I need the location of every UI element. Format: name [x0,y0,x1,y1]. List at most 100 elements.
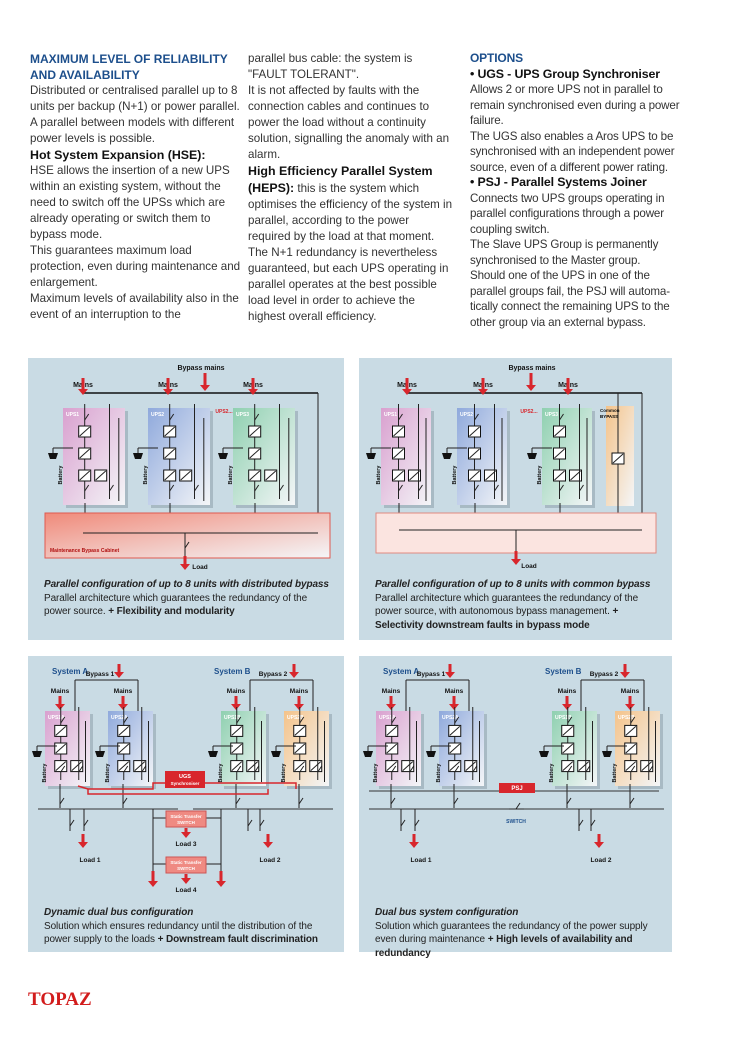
wire [118,726,130,736]
wire [386,726,398,736]
wire [612,453,624,464]
wire [566,797,572,805]
ugs-label: UGS [179,774,191,780]
wire [567,716,573,724]
caption-title: Parallel configuration of up to 8 units … [44,579,329,590]
red-arrow-icon [148,881,158,887]
paragraph: Should one of the UPS in one of the para… [470,269,670,329]
red-arrow-icon [402,389,412,395]
wire [494,484,499,492]
wire [391,765,397,773]
ups-label: UPS1A [379,715,396,721]
wire [265,470,277,481]
sts-label: Static Transfer [170,814,202,819]
ups-label: UPS1 [66,412,79,418]
text-column-2: parallel bus cable: the system is "FAULT… [248,51,453,325]
wire [55,761,67,771]
ups-label: UPS1B [555,715,572,721]
load-label: Load 2 [591,857,612,864]
wire [409,470,420,481]
battery-icon [208,751,218,757]
load-label: Load 1 [80,857,101,864]
load-label: Load 1 [411,857,432,864]
paragraph: Maximum levels of availability also in t… [30,292,239,321]
wire [485,470,496,481]
battery-label: Battery [549,763,555,783]
wire [118,743,130,754]
wire [570,470,581,481]
subheading: High Efficiency Parallel System (HEPS): [248,164,433,195]
wire [249,426,261,437]
common-bypass-label: Common [600,408,620,413]
wire [294,726,306,736]
system-b-label: System B [545,667,582,676]
red-arrow-icon [78,842,88,848]
wire [79,470,91,481]
wire [648,765,654,773]
wire [60,765,66,773]
wire [562,726,574,736]
wire [474,484,479,492]
red-arrow-icon [181,832,191,838]
red-arrow-icon [294,704,304,710]
wire [562,761,574,771]
paragraph: This guarantees maximum load protection,… [30,244,241,289]
ups-label: UPS2 [151,412,164,418]
wire [169,484,175,492]
ups-cabinet [439,711,484,786]
red-arrow-icon [118,704,128,710]
ups-label: UPS1A [48,715,65,721]
caption-title: Dynamic dual bus configuration [44,907,194,918]
wire [386,743,398,754]
ups-cabinet [108,711,153,786]
wire [249,470,261,481]
wire [554,448,565,459]
diagram-label: Load [521,563,537,570]
static-transfer-switch [165,810,207,828]
bypass-label: Bypass 2 [259,671,288,678]
battery-icon [218,453,228,459]
battery-label: Battery [376,465,382,485]
diagram-label: Mains [621,688,640,695]
battery-label: Battery [105,763,111,783]
wire [469,448,480,459]
wire [164,470,176,481]
red-arrow-icon [478,389,488,395]
battery-label: Battery [218,763,224,783]
wire [567,765,573,773]
caption-text: Parallel architecture which guarantees t… [44,592,308,618]
diagram-label: Mains [51,688,70,695]
battery-icon [32,751,42,757]
ups-cabinet [376,711,421,786]
common-bypass-label-cont: BYPASS [600,414,618,419]
ups-cabinet [552,711,597,786]
red-arrow-icon [263,842,273,848]
wire [235,797,241,805]
diagram-label: Mains [114,688,133,695]
red-arrow-icon [248,389,258,395]
wire [559,413,564,421]
wire [118,761,130,771]
diagram-caption: Dynamic dual bus configuration Solution … [44,906,334,947]
wire [294,761,306,771]
paragraph: HSE allows the insertion of a new UPS wi… [30,164,230,241]
paragraph: The UGS also enables a Aros UPS to be sy… [470,129,675,174]
paragraph: The N+1 redundancy is nevertheless guara… [248,246,449,323]
red-arrow-icon [409,842,419,848]
diagram-label: Mains [445,688,464,695]
caption-text: Parallel architecture which guarantees t… [375,592,639,618]
diagram-caption: Parallel configuration of up to 8 units … [44,578,334,619]
paragraph: this is the system which optimises the e… [248,182,453,243]
battery-label: Battery [537,465,543,485]
wire [236,716,242,724]
wire [184,541,190,549]
cabinet-label: Maintenance Bypass Cabinet [50,548,120,554]
wire [299,765,305,773]
wire [454,765,460,773]
wire [393,426,404,437]
ups-cabinet [542,408,592,505]
battery-label: Battery [436,763,442,783]
text-column-3: OPTIONS • UGS - UPS Group Synchroniser A… [470,51,685,330]
wire [247,819,253,827]
battery-label: Battery [612,763,618,783]
